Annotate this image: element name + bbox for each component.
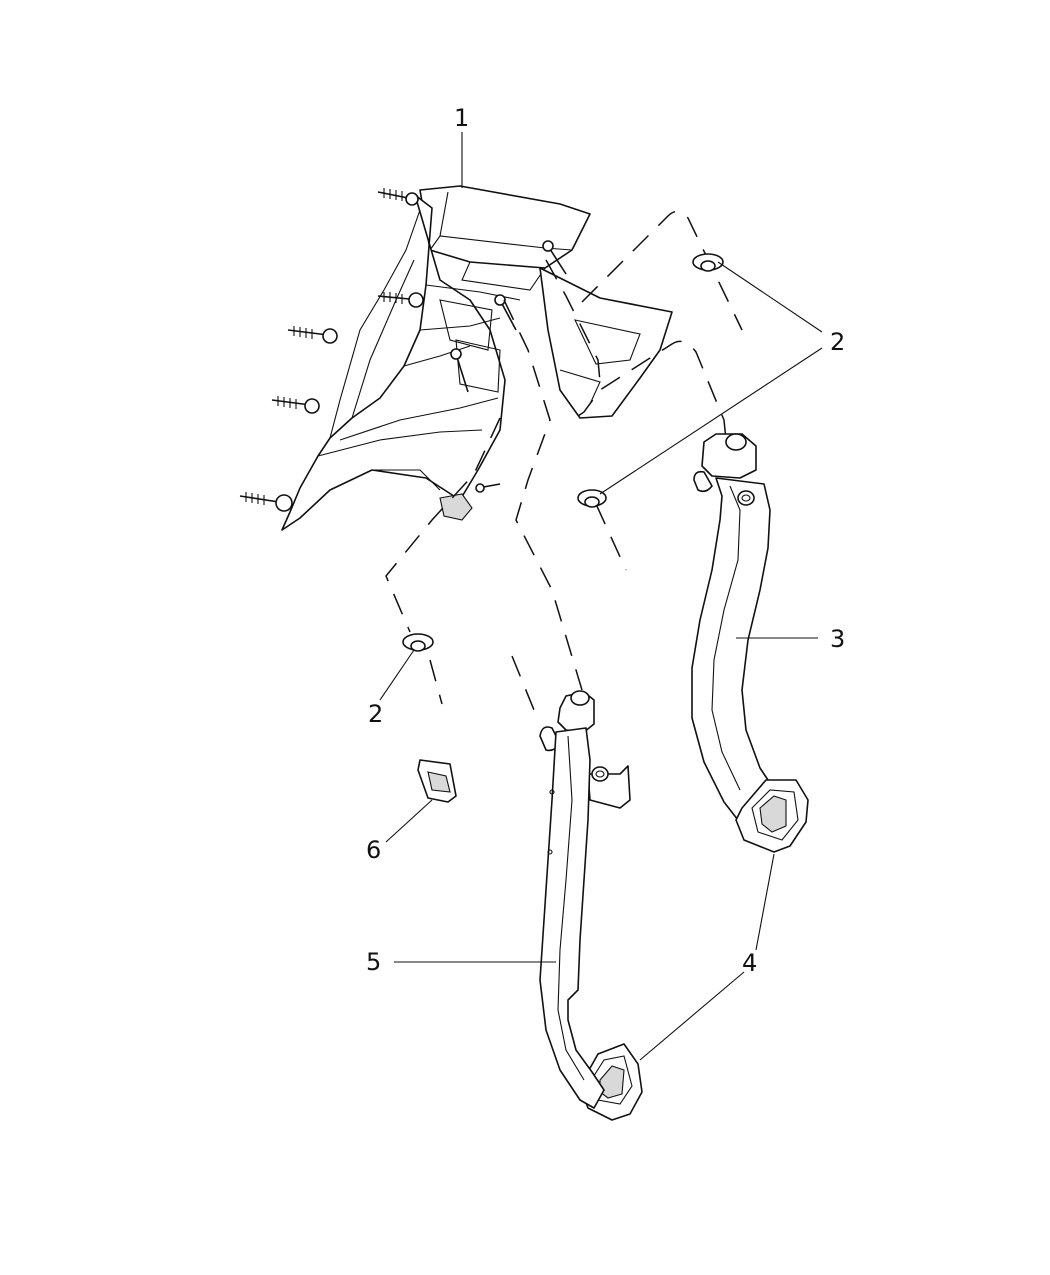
callout-2-right: 2 [830,328,845,356]
mounting-stud-icon [377,188,419,206]
clip-part-6 [417,759,457,803]
mounting-stud-icon [377,292,424,308]
pedal-arm-part-5 [539,690,631,1109]
callout-1: 1 [454,104,469,132]
bushing-part-2-middle [577,489,607,508]
mounting-stud-icon [239,492,293,512]
callout-6: 6 [366,836,381,864]
pedal-arm-part-3 [691,433,777,821]
pivot-bolt-icon [494,294,517,331]
leader-lines [379,132,823,1061]
callout-5: 5 [366,948,381,976]
bushing-part-2-upper [692,253,724,272]
callout-4: 4 [742,949,757,977]
pedal-bracket-part-1 [239,185,673,531]
pivot-bolt-icon [475,483,501,493]
mounting-stud-icon [271,396,320,414]
bushing-part-2-lower [402,633,434,652]
mounting-stud-icon [287,326,338,344]
pedal-pad-part-4-right [735,779,809,853]
callout-2-left: 2 [368,700,383,728]
assembly-lines [385,210,743,711]
callout-3: 3 [830,625,845,653]
pivot-bolt-icon [542,240,567,275]
pivot-bolt-icon [450,348,469,393]
